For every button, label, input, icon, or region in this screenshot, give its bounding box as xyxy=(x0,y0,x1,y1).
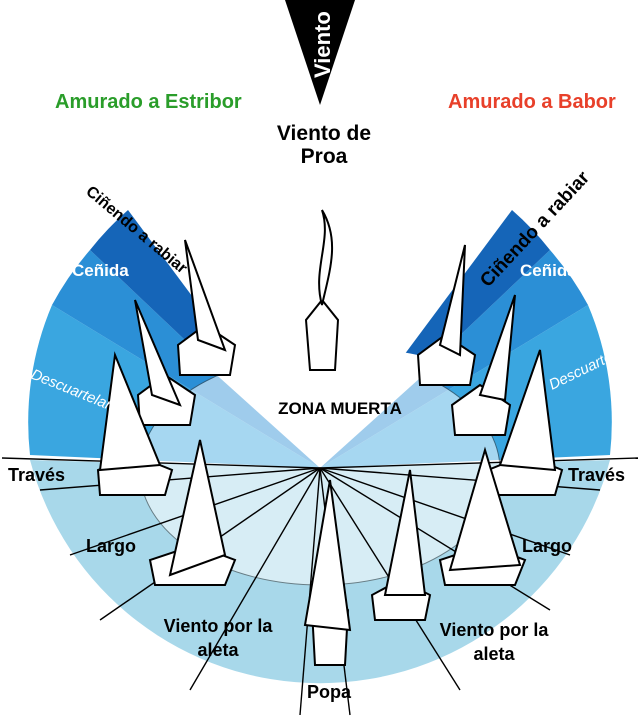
tack-starboard-label: Amurado a Estribor xyxy=(55,91,242,113)
right-aleta-label-line2: aleta xyxy=(473,644,515,664)
right-través-label: Través xyxy=(568,465,625,485)
right-largo-label: Largo xyxy=(522,536,572,556)
sail-bow xyxy=(318,209,334,306)
sail-right-descuartelar xyxy=(498,349,557,472)
dead-zone-label: ZONA MUERTA xyxy=(278,399,402,418)
left-largo-label: Largo xyxy=(86,536,136,556)
right-aleta-label-line1: Viento por la xyxy=(440,620,550,640)
wind-arrow xyxy=(285,0,355,105)
left-aleta-label-line2: aleta xyxy=(197,640,239,660)
sail-left-closehauled xyxy=(184,239,227,352)
sail-left-ceñida xyxy=(134,299,182,407)
boats xyxy=(96,209,564,666)
sail-right-aleta xyxy=(383,469,427,596)
bow-wind-label-line1: Viento de xyxy=(277,122,371,145)
tack-port-label: Amurado a Babor xyxy=(448,91,616,113)
left-través-label: Través xyxy=(8,465,65,485)
dead-zone-wedge xyxy=(200,345,440,468)
sail-right-ceñida xyxy=(478,294,516,402)
sail-popa xyxy=(303,479,352,632)
right-ceñida-label: Ceñida xyxy=(520,261,577,280)
sail-right-closehauled xyxy=(438,244,466,357)
left-aleta-label-line1: Viento por la xyxy=(164,616,274,636)
left-ceñida-label: Ceñida xyxy=(72,261,129,280)
wind-label: Viento xyxy=(310,11,335,78)
sail-left-descuartelar xyxy=(98,351,162,472)
sail-right-largo xyxy=(448,446,522,572)
popa-label: Popa xyxy=(307,682,352,702)
bow-wind-label-line2: Proa xyxy=(301,145,348,168)
boat-bow xyxy=(304,298,340,371)
sail-left-largo xyxy=(168,439,227,577)
